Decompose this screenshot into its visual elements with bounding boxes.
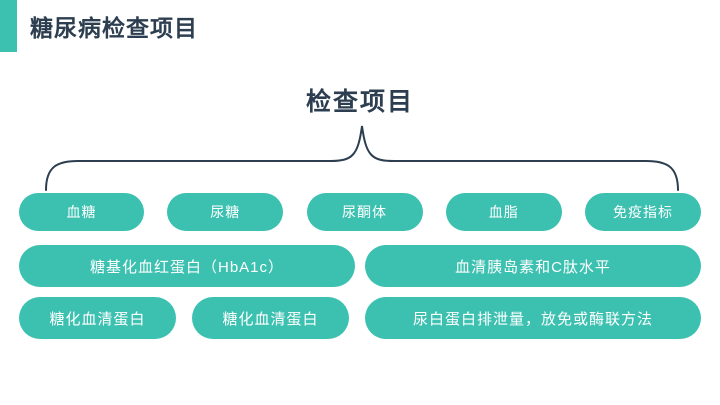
pill-row-1: 血糖 尿糖 尿酮体 血脂 免疫指标: [0, 193, 720, 231]
pill-item[interactable]: 糖化血清蛋白: [192, 297, 349, 339]
pill-item[interactable]: 糖化血清蛋白: [19, 297, 176, 339]
header-accent-bar: [0, 0, 17, 52]
pill-item[interactable]: 免疫指标: [585, 193, 701, 231]
pill-row-2: 糖基化血红蛋白（HbA1c） 血清胰岛素和C肽水平: [0, 245, 720, 287]
pill-item[interactable]: 血糖: [19, 193, 144, 231]
pill-item[interactable]: 尿白蛋白排泄量，放免或酶联方法: [365, 297, 701, 339]
pill-item[interactable]: 血清胰岛素和C肽水平: [365, 245, 701, 287]
diagram-title: 检查项目: [305, 88, 414, 116]
pill-item[interactable]: 尿糖: [167, 193, 284, 231]
page-title: 糖尿病检查项目: [30, 15, 198, 41]
brace-icon: [45, 125, 679, 191]
pill-item[interactable]: 血脂: [445, 193, 562, 231]
pill-item[interactable]: 尿酮体: [306, 193, 423, 231]
header-bar: 糖尿病检查项目: [0, 0, 720, 56]
pill-item[interactable]: 糖基化血红蛋白（HbA1c）: [19, 245, 355, 287]
brace-connector: [0, 118, 720, 194]
pill-row-3: 糖化血清蛋白 糖化血清蛋白 尿白蛋白排泄量，放免或酶联方法: [0, 297, 720, 339]
